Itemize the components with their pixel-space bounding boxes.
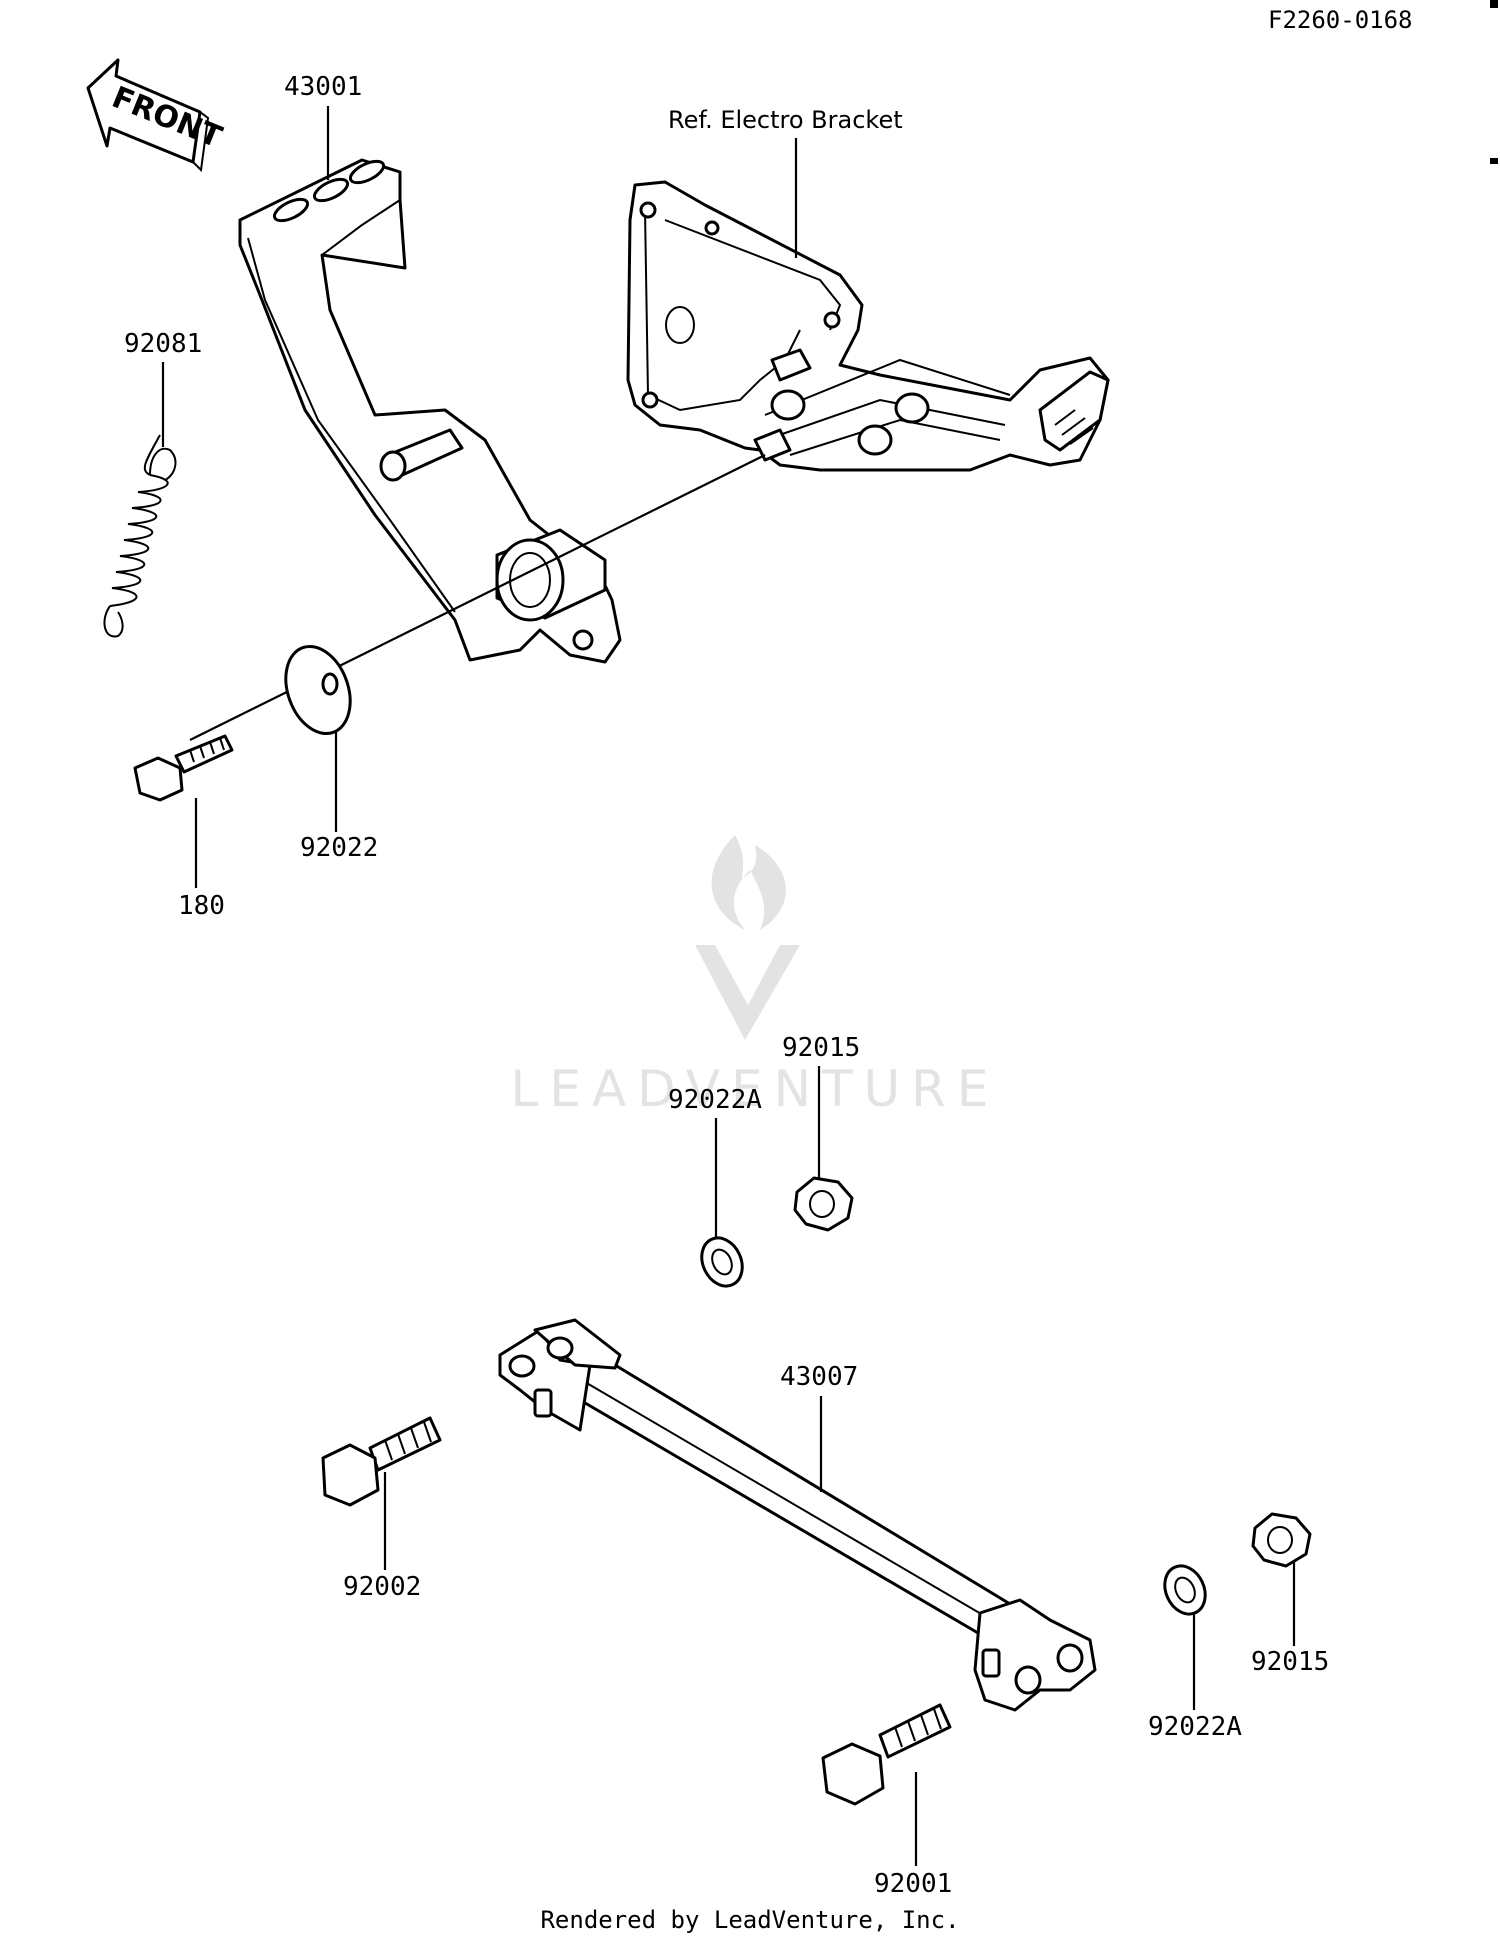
electro-bracket-reference bbox=[626, 180, 1110, 472]
part-number-92022a-bottom: 92022A bbox=[1148, 1712, 1242, 1742]
part-number-92081: 92081 bbox=[124, 329, 202, 359]
diagram-code: F2260-0168 bbox=[1268, 6, 1413, 34]
part-number-180: 180 bbox=[178, 891, 225, 921]
part-number-92022a-top: 92022A bbox=[668, 1085, 762, 1115]
tie-rod-43007 bbox=[498, 1318, 1097, 1712]
page-edge-mark bbox=[1490, 158, 1498, 164]
watermark-text: LEADVENTURE bbox=[511, 1060, 1000, 1118]
reference-label: Ref. Electro Bracket bbox=[668, 106, 903, 134]
part-number-92015-top: 92015 bbox=[782, 1033, 860, 1063]
front-arrow-icon: FRONT bbox=[86, 58, 227, 173]
footer-credit: Rendered by LeadVenture, Inc. bbox=[540, 1906, 959, 1934]
part-number-43007: 43007 bbox=[780, 1362, 858, 1392]
nut-92015-top bbox=[793, 1176, 854, 1232]
washer-92022a-top bbox=[700, 1236, 744, 1288]
assembly-axis-line bbox=[189, 454, 766, 741]
part-number-92015-bottom: 92015 bbox=[1251, 1647, 1329, 1677]
return-spring-92081 bbox=[103, 434, 177, 638]
washer-92022 bbox=[284, 644, 352, 736]
nut-92015-bottom bbox=[1251, 1512, 1312, 1568]
part-number-92022: 92022 bbox=[300, 833, 378, 863]
brake-pedal-43001 bbox=[238, 158, 622, 664]
page-edge-mark bbox=[1490, 0, 1498, 8]
bolt-92001 bbox=[821, 1703, 952, 1806]
part-number-43001: 43001 bbox=[284, 72, 362, 102]
bolt-180 bbox=[133, 734, 234, 802]
washer-92022a-bottom bbox=[1163, 1564, 1207, 1616]
part-number-92001: 92001 bbox=[874, 1869, 952, 1899]
part-number-92002: 92002 bbox=[343, 1572, 421, 1602]
bolt-92002 bbox=[321, 1416, 442, 1507]
leadventure-watermark: LEADVENTURE bbox=[511, 835, 1000, 1118]
